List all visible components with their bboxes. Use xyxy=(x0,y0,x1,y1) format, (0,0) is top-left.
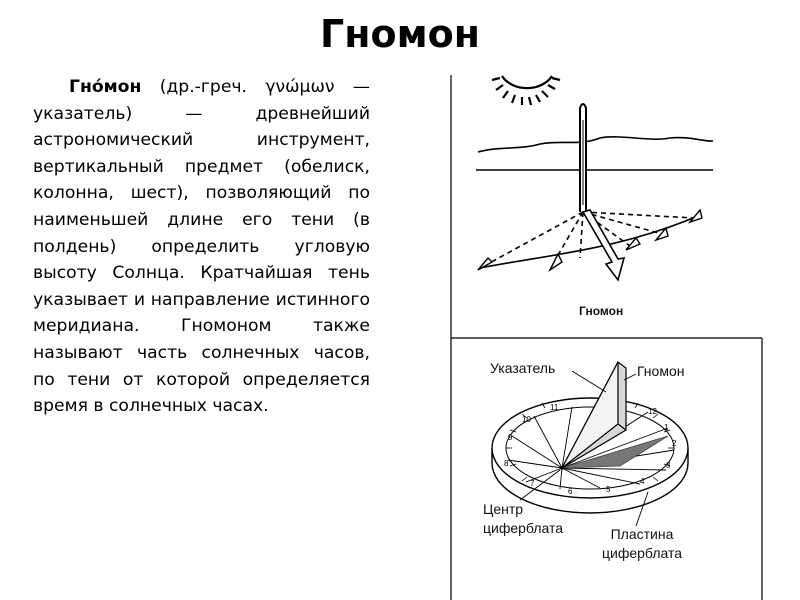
arc-markers xyxy=(477,208,703,273)
dial-number: 8 xyxy=(504,459,509,468)
label-gnomon: Гномон xyxy=(637,363,685,379)
dial-number: 2 xyxy=(672,439,677,448)
gnomon-triangle-side xyxy=(560,361,627,470)
gnomon-shadow-figure xyxy=(476,75,714,282)
term-gnomon: Гно́мон xyxy=(69,77,142,97)
dial-number: 4 xyxy=(640,477,645,486)
sun-icon xyxy=(491,75,561,106)
label-dial-plate-line2: циферблата xyxy=(602,545,683,561)
dial-number: 7 xyxy=(530,479,535,488)
gnomon-triangle-front xyxy=(561,361,619,469)
dial-number: 12 xyxy=(648,407,657,416)
dial-number: 11 xyxy=(550,403,559,412)
label-dial-center: Центр циферблата xyxy=(483,500,563,538)
label-dial-center-line2: циферблата xyxy=(483,520,564,536)
dial-numbers: 12 1 2 3 4 5 6 7 8 9 10 11 xyxy=(504,403,677,496)
shadow-rays xyxy=(483,211,695,267)
dial-ticks xyxy=(506,402,674,482)
shadow-arc xyxy=(479,214,701,269)
shortest-shadow-arrow xyxy=(581,209,626,282)
label-dial-plate-line1: Пластина xyxy=(610,526,674,542)
dial-ring xyxy=(505,406,675,490)
dial-number: 10 xyxy=(522,415,531,424)
label-pointer: Указатель xyxy=(490,360,556,376)
definition-text: (др.-греч. γνώμων — указатель) — древней… xyxy=(33,77,370,417)
horizon-hills xyxy=(477,136,714,153)
label-dial-center-line1: Центр xyxy=(483,501,524,517)
gnomon-pole xyxy=(579,103,587,212)
sundial-plate xyxy=(491,397,689,499)
figure-caption-gnomon: Гномон xyxy=(579,304,624,318)
dial-center xyxy=(560,466,564,470)
dial-number: 1 xyxy=(664,423,669,432)
dial-number: 6 xyxy=(568,487,573,496)
gnomon-shadow xyxy=(561,435,669,469)
dial-number: 5 xyxy=(606,485,611,494)
page-title: Гномон xyxy=(320,12,480,56)
dial-number: 3 xyxy=(666,461,671,470)
dial-number: 9 xyxy=(508,433,513,442)
hour-lines xyxy=(507,406,675,490)
label-dial-plate: Пластина циферблата xyxy=(602,525,682,563)
body-paragraph: Гно́мон (др.-греч. γνώμων — указатель) —… xyxy=(33,74,370,420)
